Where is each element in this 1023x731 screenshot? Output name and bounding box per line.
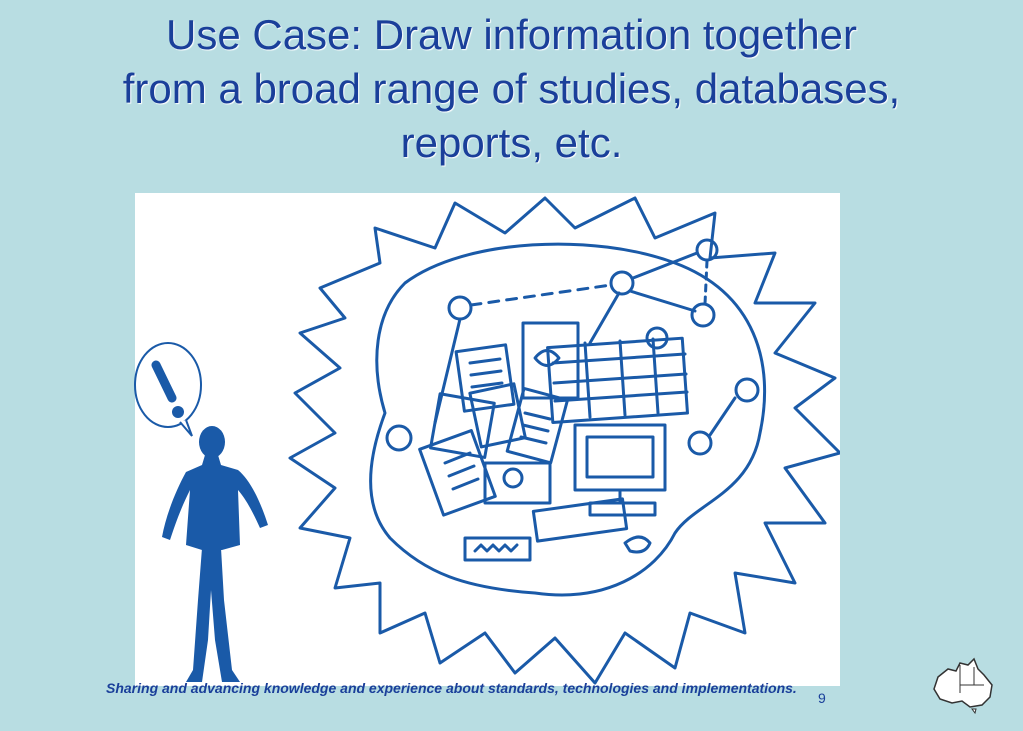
keyboard [531,497,629,543]
person-body [162,426,268,682]
starburst-outline [288,196,840,685]
illustration-panel [135,193,840,686]
footer-tagline: Sharing and advancing knowledge and expe… [106,680,797,696]
person-figure [134,342,268,682]
node-1 [447,295,473,321]
node-2 [609,270,635,296]
node-8 [687,430,713,456]
slide-title: Use Case: Draw information together from… [20,8,1003,170]
clipboard [418,429,497,517]
spreadsheet [546,336,689,424]
title-line-2: from a broad range of studies, databases… [122,65,901,112]
title-line-1: Use Case: Draw information together [166,11,857,58]
title-line-3: reports, etc. [400,119,623,166]
node-6 [734,377,760,403]
node-3 [695,238,719,262]
node-7 [385,424,413,452]
page-number: 9 [818,690,826,706]
australia-map-icon [933,657,993,715]
information-sketch [288,196,840,685]
exclamation-icon [151,360,184,418]
photo [483,461,552,505]
node-4 [690,302,716,328]
